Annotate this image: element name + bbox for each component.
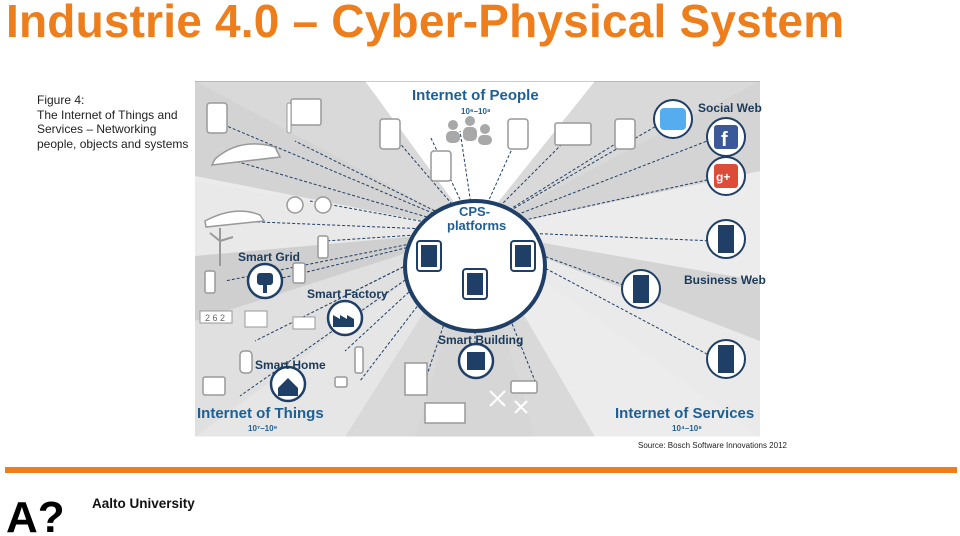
smart-building-label: Smart Building <box>438 333 524 347</box>
charger-icon <box>354 346 364 374</box>
barcode-icon <box>292 316 316 330</box>
camera-icon <box>510 380 538 394</box>
server-icon <box>416 240 442 272</box>
charger-icon <box>292 262 306 284</box>
laptop-icon <box>554 122 592 146</box>
bicycle-icon <box>286 196 304 214</box>
tablet-icon <box>507 118 529 150</box>
diagram-graphics: f g+ <box>195 81 760 438</box>
slide-title: Industrie 4.0 – Cyber-Physical System <box>6 0 845 47</box>
cps-label-line2: platforms <box>447 218 507 233</box>
smart-home-label: Smart Home <box>255 358 326 372</box>
people-range: 10⁶–10⁸ <box>461 107 491 116</box>
door-icon <box>404 362 428 396</box>
meter-digits: 2 6 2 <box>205 313 226 323</box>
tablet-icon <box>206 102 228 134</box>
svg-text:g+: g+ <box>716 170 730 184</box>
lightbulb-icon <box>239 350 253 374</box>
alarm-icon <box>334 376 348 388</box>
services-range: 10⁴–10⁶ <box>672 424 702 433</box>
source-note: Source: Bosch Software Innovations 2012 <box>638 441 787 450</box>
snowflake-icon <box>489 390 528 414</box>
internet-of-services-title: Internet of Services <box>615 405 755 422</box>
internet-of-things-title: Internet of Things <box>197 405 324 422</box>
smart-factory-label: Smart Factory <box>307 287 388 301</box>
electric-car-icon <box>210 143 282 166</box>
medical-box-icon <box>290 98 322 126</box>
washing-machine-icon <box>202 376 226 396</box>
cps-platforms-circle <box>403 199 547 333</box>
thermometer-icon <box>286 102 292 134</box>
aalto-logo: A? <box>6 496 65 536</box>
caption-line: Services – Networking <box>37 122 157 137</box>
caption-line: people, objects and systems <box>37 136 189 151</box>
tablet-icon <box>379 118 401 150</box>
things-range: 10⁷–10⁹ <box>248 424 278 433</box>
server-icon <box>706 219 746 259</box>
caption-line: The Internet of Things and <box>37 107 178 122</box>
svg-text:f: f <box>721 129 728 151</box>
wind-turbine-icon <box>209 228 234 266</box>
logo-text: A? <box>6 496 65 536</box>
electric-car-icon <box>204 210 266 228</box>
radiator-icon <box>424 402 466 424</box>
caption-line: Figure 4: <box>37 93 85 107</box>
tablet-icon <box>614 118 636 150</box>
smartphone-icon <box>430 150 452 182</box>
server-icon <box>462 268 488 300</box>
smart-meter-icon <box>199 310 268 328</box>
smart-grid-label: Smart Grid <box>238 250 301 264</box>
server-icon <box>706 339 746 379</box>
social-web-label: Social Web <box>698 101 762 115</box>
iot-diagram: f g+ <box>195 81 766 451</box>
internet-of-people-title: Internet of People <box>412 87 539 104</box>
server-icon <box>621 269 661 309</box>
people-icon <box>446 116 492 145</box>
figure-caption: Figure 4: The Internet of Things and Ser… <box>37 93 197 151</box>
university-name: Aalto University <box>92 496 195 511</box>
server-icon <box>510 240 536 272</box>
charger-icon <box>204 270 216 294</box>
charger-icon <box>317 235 329 259</box>
footer-divider <box>5 467 957 473</box>
cps-label-line1: CPS- <box>459 204 491 219</box>
business-web-label: Business Web <box>684 273 766 287</box>
